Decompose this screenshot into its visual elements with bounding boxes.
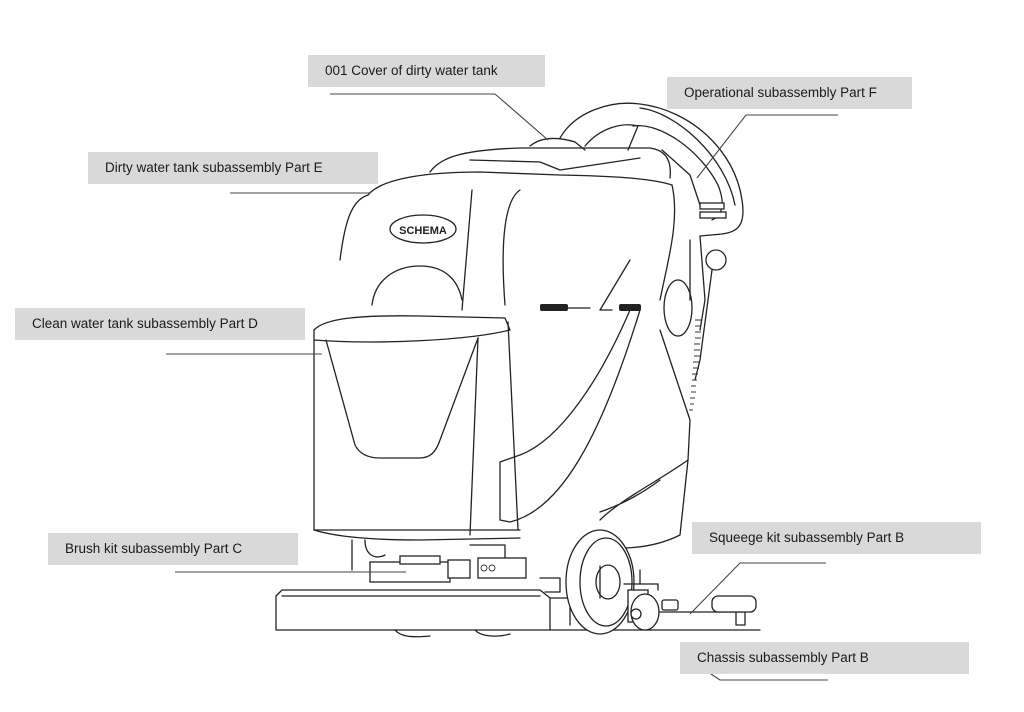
leader-squeegee [689, 562, 826, 615]
label-clean-water-tank-subassembly: Clean water tank subassembly Part D [15, 308, 305, 340]
label-dirty-water-tank-subassembly: Dirty water tank subassembly Part E [88, 152, 378, 184]
leader-cover [330, 93, 549, 141]
handle-assembly [559, 102, 744, 411]
clean-water-tank [313, 309, 691, 549]
dirty-water-tank: SCHEMA [339, 137, 693, 337]
brush-and-chassis [275, 539, 761, 638]
label-cover-dirty-water-tank: 001 Cover of dirty water tank [308, 55, 545, 87]
label-squeegee-kit-subassembly: Squeege kit subassembly Part B [692, 522, 981, 554]
label-operational-subassembly: Operational subassembly Part F [667, 77, 912, 109]
leader-lines [166, 93, 838, 681]
main-wheel [565, 529, 757, 635]
logo-text: SCHEMA [399, 225, 447, 237]
label-brush-kit-subassembly: Brush kit subassembly Part C [48, 533, 298, 565]
leader-chassis [707, 671, 828, 681]
label-chassis-subassembly: Chassis subassembly Part B [680, 642, 969, 674]
leader-operational [696, 114, 838, 179]
